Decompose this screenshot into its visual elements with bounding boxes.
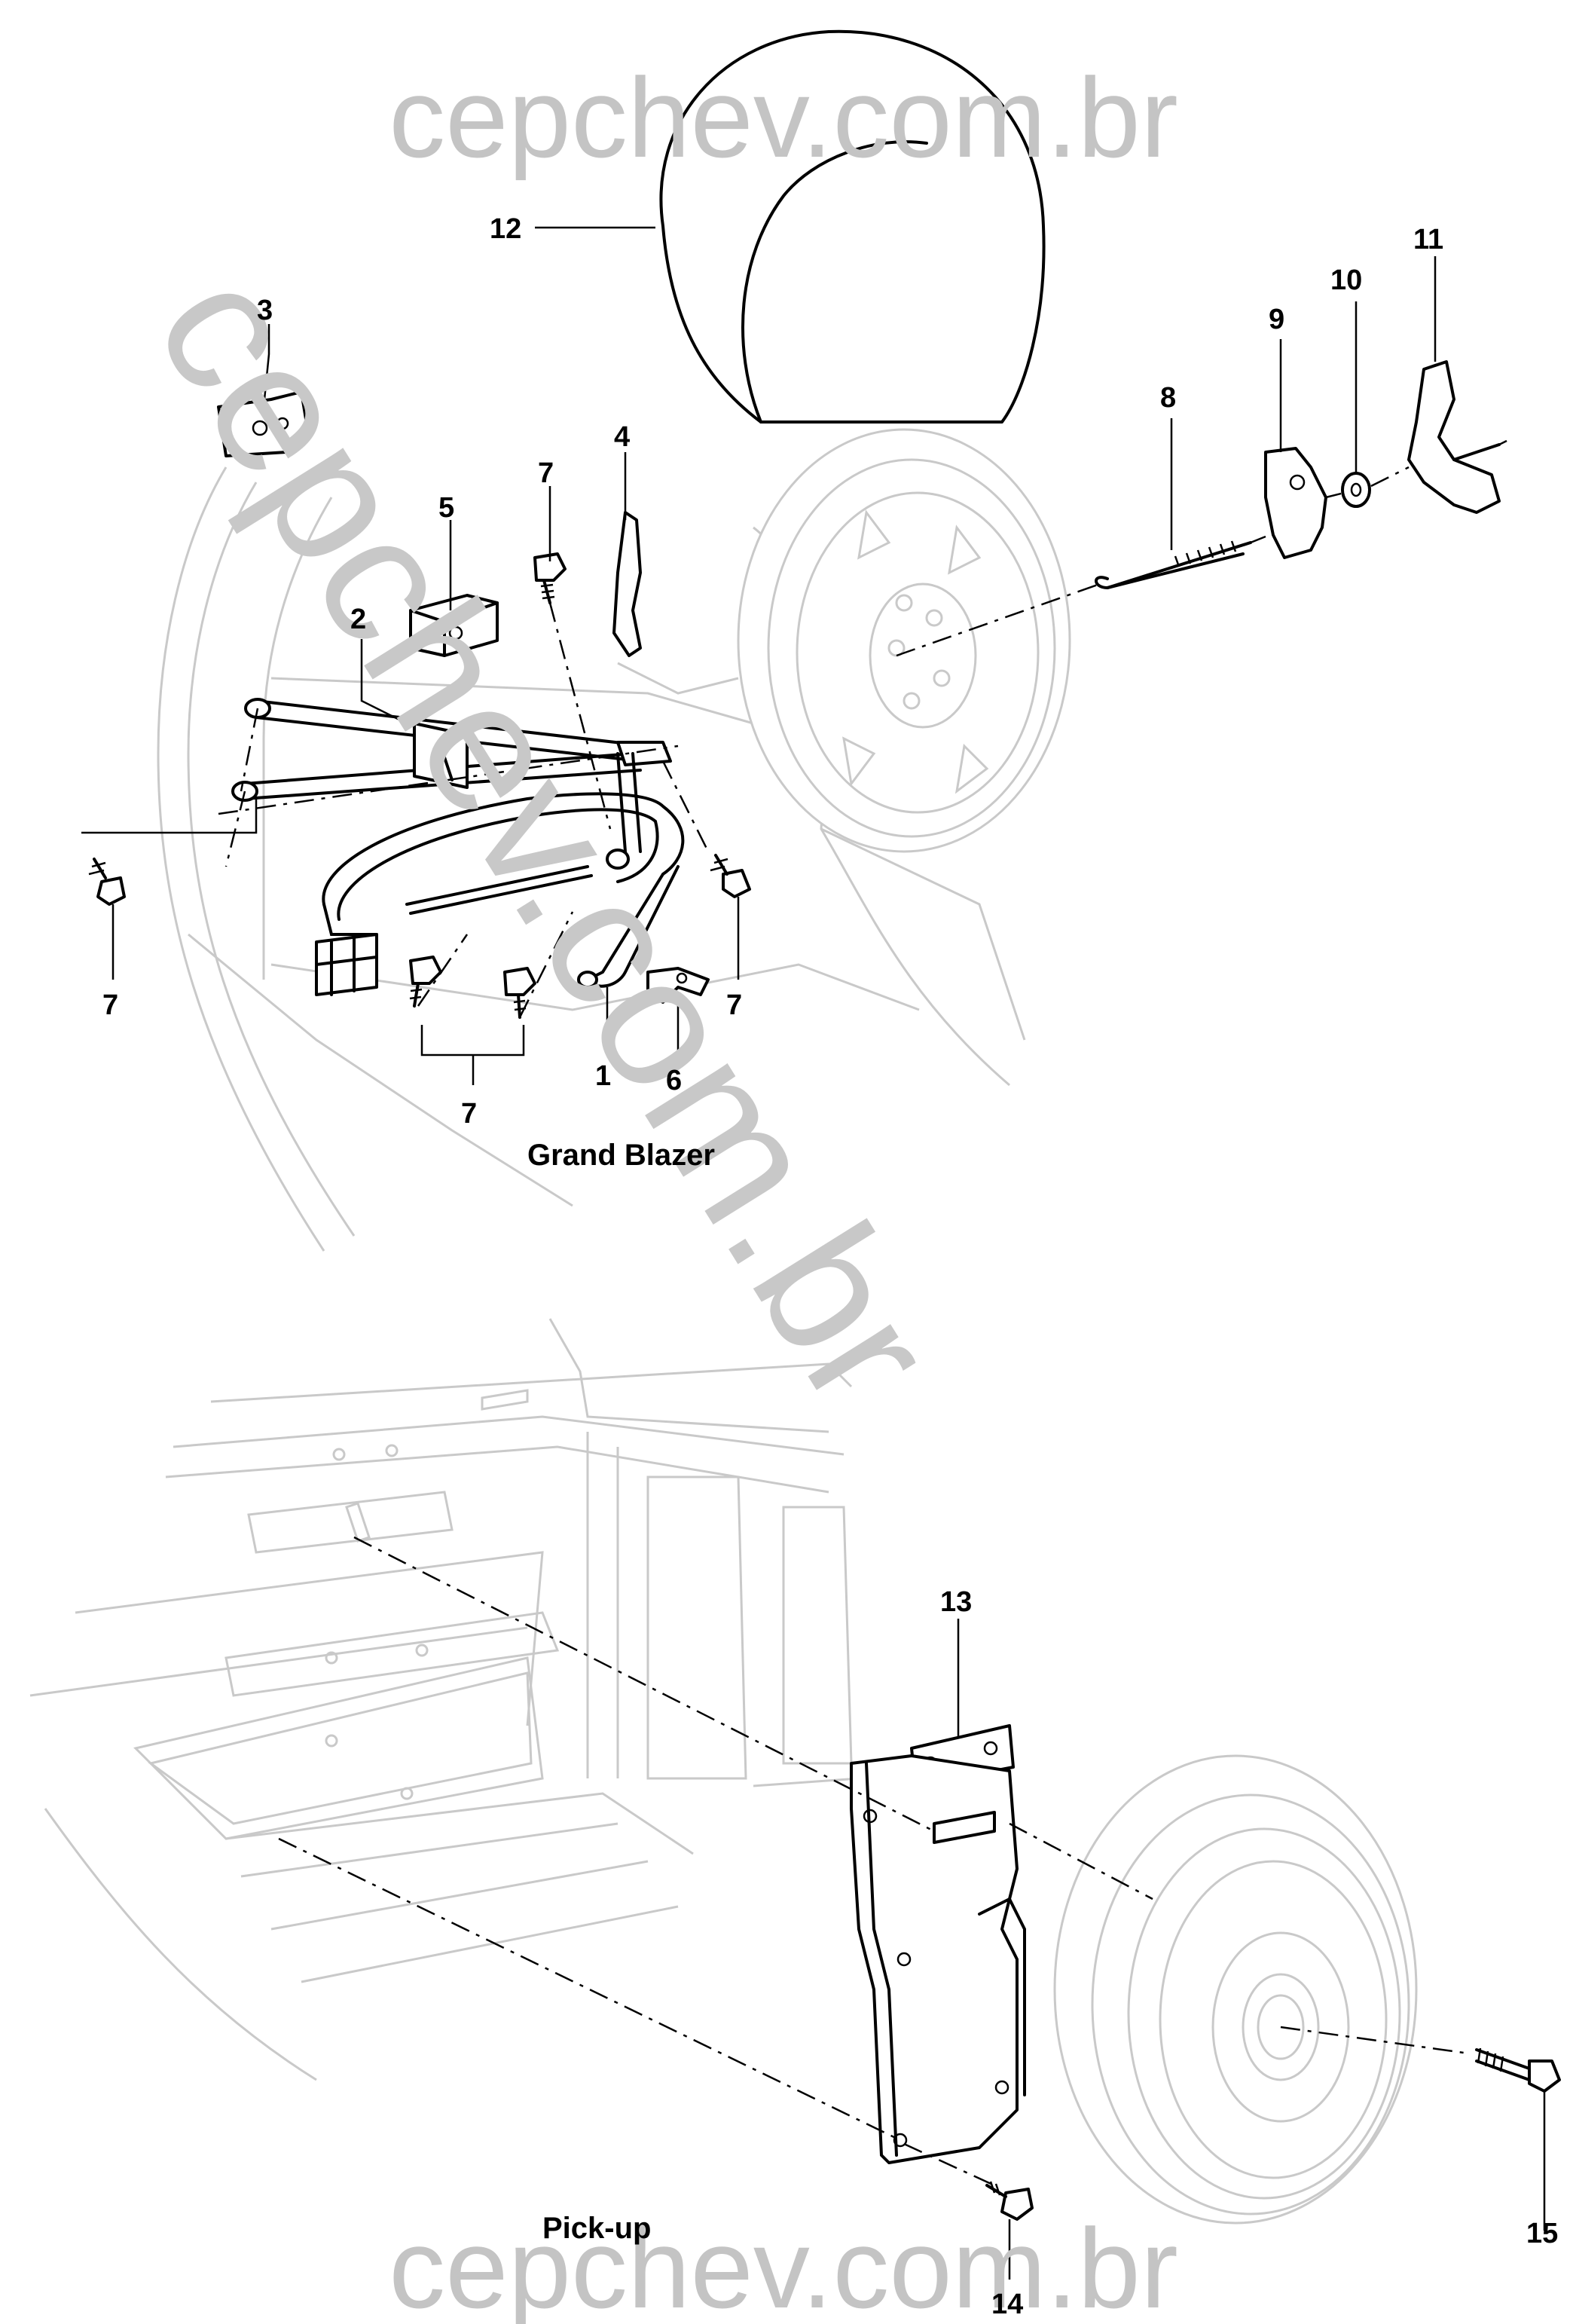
- callout-9: 9: [1269, 304, 1284, 335]
- bolt-7-left: [88, 858, 126, 906]
- section-label-grand-blazer: Grand Blazer: [527, 1139, 715, 1172]
- callout-6: 6: [666, 1065, 682, 1096]
- callout-7-left: 7: [102, 989, 118, 1021]
- bolt-part-15: [1475, 2047, 1561, 2093]
- bracket-part-4: [612, 511, 642, 657]
- block-part-5: [409, 594, 499, 657]
- callout-3: 3: [257, 295, 273, 326]
- bolt-7-bottom-right: [503, 967, 536, 1019]
- carrier-frame-part-1: [315, 752, 685, 996]
- assembly-lines-top: [218, 439, 1507, 1018]
- leader-lines-bottom: [957, 1619, 1546, 2280]
- pickup-spare-tire: [1053, 1754, 1418, 2225]
- tire-cover: [659, 29, 1046, 424]
- bolt-7-right: [710, 854, 751, 898]
- callout-15: 15: [1526, 2218, 1558, 2249]
- washer-part-10: [1341, 472, 1371, 508]
- wing-nut-part-11: [1407, 360, 1501, 514]
- callout-11: 11: [1413, 224, 1443, 255]
- watermark-bottom: cepchev.com.br: [389, 2205, 1178, 2324]
- clamp-part-9: [1264, 447, 1327, 559]
- pickup-bed-background: [29, 1318, 860, 2081]
- callout-2: 2: [350, 604, 366, 635]
- callout-13: 13: [940, 1586, 972, 1618]
- callout-1: 1: [595, 1060, 611, 1092]
- bolt-7-bottom-left: [409, 956, 442, 1008]
- pickup-carrier-bracket-part-13: [850, 1724, 1026, 2164]
- callout-7-bottom: 7: [461, 1098, 477, 1130]
- bracket-part-6: [646, 967, 710, 1004]
- watermark-top: cepchev.com.br: [389, 54, 1178, 181]
- callout-10: 10: [1330, 265, 1362, 296]
- leader-lines-top: [81, 226, 1437, 1085]
- bolt-7-top-center: [533, 552, 567, 604]
- callout-14: 14: [991, 2289, 1023, 2320]
- callout-12: 12: [490, 213, 521, 245]
- callout-4: 4: [614, 421, 630, 453]
- hook-bolt-part-8: [1095, 540, 1252, 590]
- assembly-lines-bottom: [278, 1536, 1470, 2187]
- callout-5: 5: [438, 492, 454, 524]
- callout-8: 8: [1160, 382, 1176, 414]
- callout-7-top: 7: [538, 457, 554, 489]
- screw-part-14: [985, 2181, 1034, 2221]
- hanger-part-3: [217, 390, 310, 457]
- section-label-pick-up: Pick-up: [542, 2212, 651, 2245]
- callout-7-right: 7: [726, 989, 742, 1021]
- blazer-spare-wheel: [737, 428, 1071, 853]
